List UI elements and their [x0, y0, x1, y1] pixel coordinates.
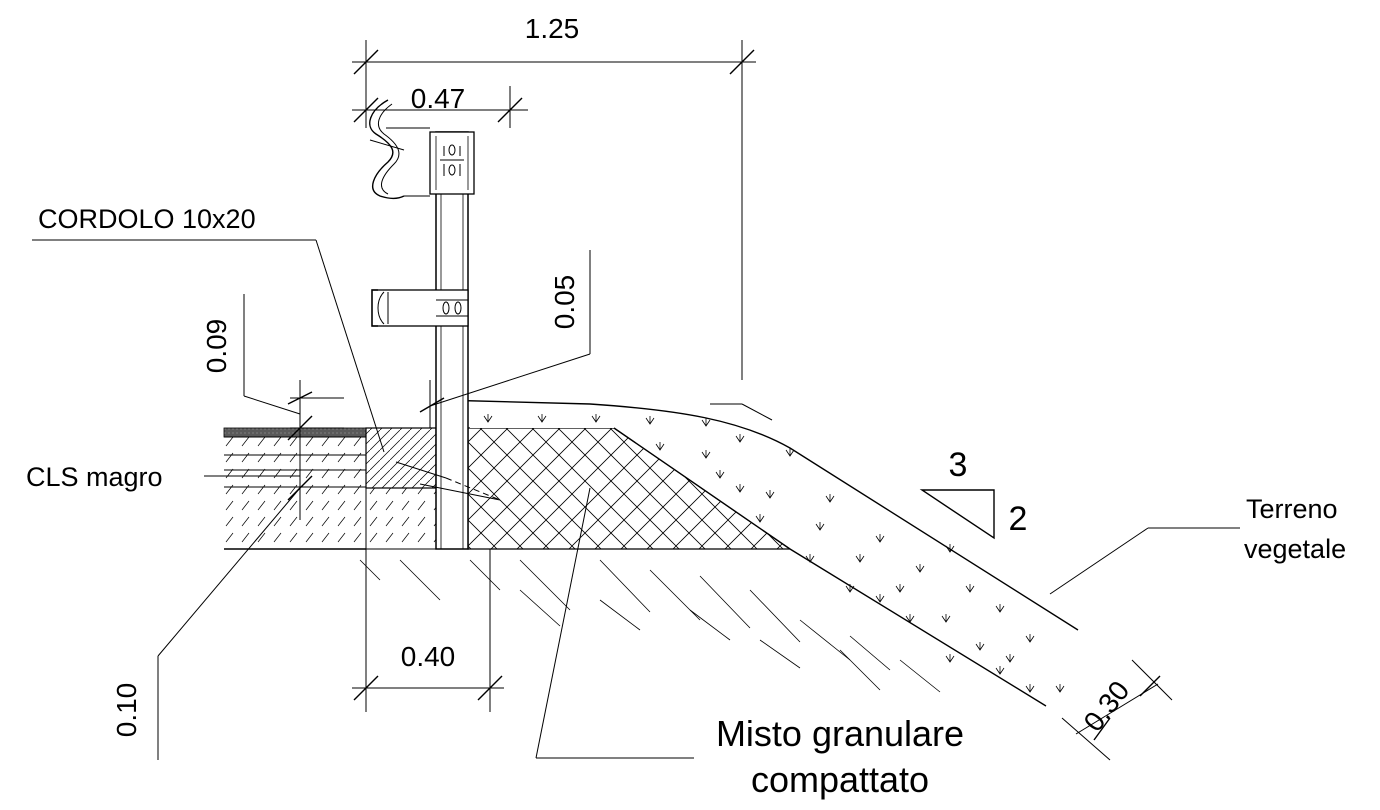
topsoil-mark — [701, 418, 711, 427]
ground-hatch-line — [399, 559, 441, 601]
topsoil-mark — [701, 450, 711, 459]
topsoil-mark — [895, 584, 905, 593]
bolt-icon — [448, 164, 456, 176]
topsoil-mark — [965, 584, 975, 593]
ground-hatch-line — [469, 559, 501, 591]
topsoil-mark — [735, 434, 745, 443]
ground-layers — [223, 399, 1079, 707]
ground-hatch-line — [689, 609, 731, 641]
topsoil-mark — [1055, 684, 1065, 693]
topsoil-mark — [815, 522, 825, 531]
dim-0-05: 0.05 — [549, 275, 580, 330]
labels: 1.25 0.47 CORDOLO 10x20 0.05 0.09 CLS ma… — [26, 13, 1346, 800]
topsoil-mark — [945, 654, 955, 663]
dim-1-25: 1.25 — [525, 13, 580, 44]
ground-hatch-line — [699, 575, 751, 629]
topsoil-layer — [470, 400, 1078, 706]
topsoil-mark — [855, 554, 865, 563]
ground-hatch-line — [759, 639, 801, 669]
leader-lines — [32, 239, 1240, 759]
lean-concrete — [365, 487, 437, 550]
natural-ground-hatch — [359, 559, 941, 693]
topsoil-mark — [1025, 684, 1035, 693]
topsoil-mark — [591, 414, 601, 423]
bolt-icon — [454, 301, 462, 315]
cls-magro-label: CLS magro — [26, 462, 163, 492]
slope-rise: 2 — [1009, 500, 1028, 538]
bolt-icon — [442, 301, 450, 315]
slope-inner-line — [613, 427, 1047, 707]
topsoil-mark — [785, 448, 795, 457]
topsoil-mark — [995, 604, 1005, 613]
misto-label-1: Misto granulare — [716, 713, 964, 754]
lower-spacer-bracket — [371, 289, 469, 327]
terreno-label-2: vegetale — [1244, 534, 1346, 564]
slope-surface-line — [439, 399, 1079, 631]
topsoil-mark — [915, 564, 925, 573]
topsoil-mark — [1005, 654, 1015, 663]
ground-hatch-line — [799, 619, 851, 661]
topsoil-marks — [483, 414, 1065, 693]
terreno-label-1: Terreno — [1246, 494, 1338, 524]
dim-0-47: 0.47 — [411, 83, 466, 114]
ground-hatch-line — [519, 559, 571, 611]
curb-block — [365, 427, 437, 489]
topsoil-mark — [941, 614, 951, 623]
dim-0-09: 0.09 — [201, 319, 232, 374]
bolt-icon — [448, 144, 456, 156]
topsoil-mark — [655, 442, 665, 451]
ground-hatch-line — [359, 559, 381, 581]
topsoil-mark — [1025, 634, 1035, 643]
cordolo-label: CORDOLO 10x20 — [38, 204, 256, 234]
dimension-lines — [157, 40, 1173, 761]
topsoil-mark — [755, 514, 765, 523]
misto-label-2: compattato — [751, 759, 929, 800]
guardrail-assembly — [369, 99, 501, 550]
topsoil-mark — [483, 414, 493, 423]
w-beam-rail — [369, 99, 405, 199]
topsoil-mark — [875, 594, 885, 603]
slope-run: 3 — [949, 446, 968, 484]
dim-0-40: 0.40 — [401, 641, 456, 672]
ground-hatch-line — [519, 589, 561, 627]
topsoil-mark — [765, 490, 775, 499]
topsoil-mark — [875, 534, 885, 543]
topsoil-mark — [805, 554, 815, 563]
slope-ratio-triangle — [919, 489, 995, 540]
topsoil-mark — [537, 414, 547, 423]
topsoil-mark — [905, 614, 915, 623]
ground-hatch-line — [749, 589, 801, 643]
ground-hatch-line — [599, 599, 641, 631]
topsoil-mark — [735, 484, 745, 493]
topsoil-mark — [845, 584, 855, 593]
dim-0-10: 0.10 — [111, 683, 142, 738]
topsoil-mark — [995, 666, 1005, 675]
top-spacer-bracket — [429, 131, 475, 195]
topsoil-mark — [715, 470, 725, 479]
topsoil-mark — [825, 494, 835, 503]
ground-hatch-line — [849, 635, 891, 671]
ground-hatch-line — [649, 569, 701, 621]
ground-hatch-line — [899, 659, 941, 693]
topsoil-mark — [975, 642, 985, 651]
ground-hatch-line — [599, 559, 651, 613]
topsoil-mark — [945, 544, 955, 553]
ground-hatch-line — [839, 649, 881, 691]
topsoil-mark — [645, 416, 655, 425]
